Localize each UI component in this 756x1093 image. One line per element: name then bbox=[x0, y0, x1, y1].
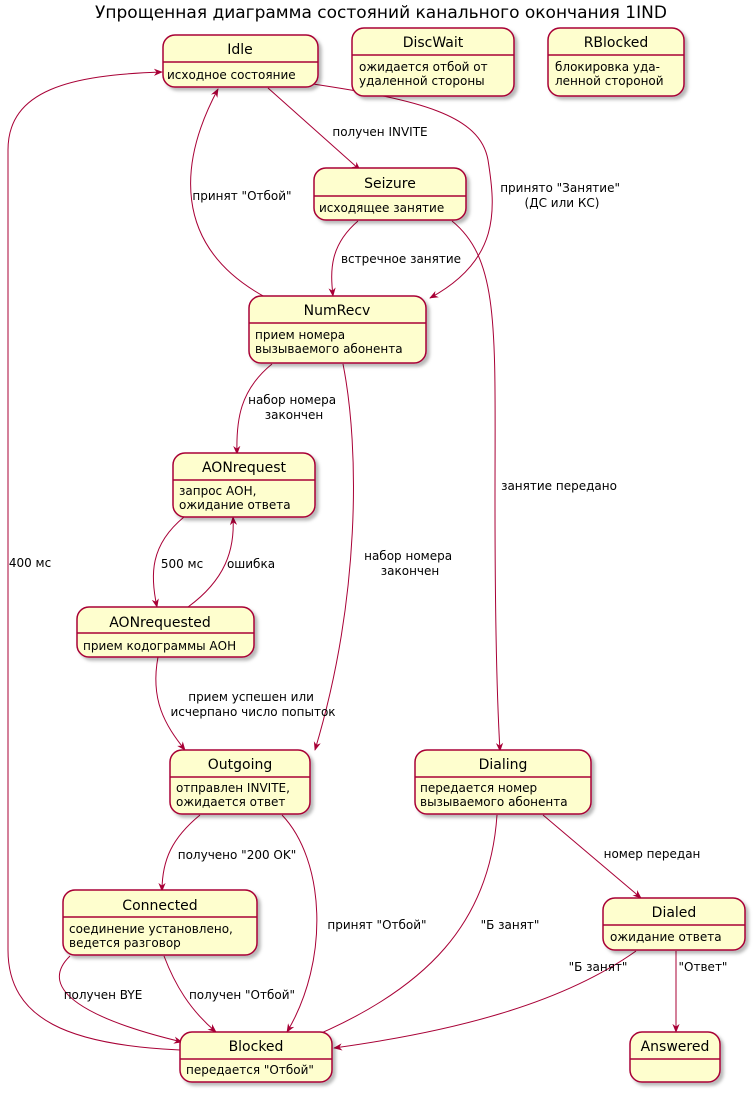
label-aonrequested-aonrequest: ошибка bbox=[227, 557, 275, 571]
transition-connected-blocked-otboy bbox=[163, 955, 217, 1033]
state-idle[interactable]: Idle исходное состояние bbox=[162, 34, 319, 88]
label-numrecv-aonrequest: набор номера закончен bbox=[248, 393, 340, 422]
state-description: прием кодограммы АОН bbox=[83, 639, 236, 653]
state-answered[interactable]: Answered bbox=[629, 1031, 721, 1083]
label-connected-blocked-otboy: получен "Отбой" bbox=[189, 988, 295, 1002]
state-description: ожидается отбой от удаленной стороны bbox=[359, 60, 491, 88]
transition-dialed-blocked bbox=[333, 950, 637, 1051]
state-aonrequested[interactable]: AONrequested прием кодограммы АОН bbox=[76, 606, 255, 658]
transition-outgoing-blocked bbox=[281, 814, 318, 1033]
transition-outgoing-connected bbox=[158, 814, 201, 892]
label-connected-blocked-bye: получен BYE bbox=[64, 988, 143, 1002]
transition-seizure-dialing bbox=[451, 220, 504, 752]
transition-aonrequest-aonrequested bbox=[151, 516, 185, 608]
state-name: AONrequested bbox=[109, 615, 211, 631]
diagram-title: Упрощенная диаграмма состояний канальног… bbox=[95, 3, 667, 23]
state-name: Dialed bbox=[652, 905, 697, 921]
label-aonrequested-outgoing: прием успешен или исчерпано число попыто… bbox=[170, 690, 335, 719]
transition-numrecv-idle bbox=[190, 88, 266, 298]
transitions bbox=[7, 68, 680, 1051]
state-name: AONrequest bbox=[202, 460, 287, 476]
transition-idle-numrecv bbox=[312, 83, 493, 299]
state-description: запрос АОН, ожидание ответа bbox=[179, 484, 291, 512]
state-description: блокировка уда- ленной стороной bbox=[555, 60, 664, 88]
state-rblocked[interactable]: RBlocked блокировка уда- ленной стороной bbox=[547, 27, 685, 97]
label-dialing-blocked: "Б занят" bbox=[481, 918, 540, 932]
state-name: Outgoing bbox=[208, 757, 272, 773]
state-blocked[interactable]: Blocked передается "Отбой" bbox=[179, 1031, 333, 1083]
state-dialed[interactable]: Dialed ожидание ответа bbox=[602, 897, 746, 951]
transition-dialing-blocked bbox=[299, 814, 498, 1043]
state-name: Dialing bbox=[479, 757, 528, 773]
label-numrecv-outgoing: набор номера закончен bbox=[364, 549, 456, 578]
transition-blocked-idle bbox=[7, 68, 181, 1051]
state-description: передается "Отбой" bbox=[186, 1063, 314, 1077]
label-dialed-answered: "Ответ" bbox=[679, 960, 728, 974]
state-description: передается номер вызываемого абонента bbox=[420, 781, 568, 809]
transition-numrecv-outgoing bbox=[313, 363, 354, 751]
state-name: DiscWait bbox=[403, 35, 464, 51]
state-dialing[interactable]: Dialing передается номер вызываемого або… bbox=[414, 749, 592, 815]
state-aonrequest[interactable]: AONrequest запрос АОН, ожидание ответа bbox=[172, 452, 316, 518]
label-aonrequest-aonrequested: 500 мс bbox=[161, 557, 203, 571]
state-description: ожидание ответа bbox=[610, 930, 722, 944]
label-idle-numrecv: принято "Занятие" (ДС или КС) bbox=[500, 181, 624, 210]
transition-connected-blocked-bye bbox=[58, 955, 183, 1044]
transition-idle-seizure bbox=[267, 87, 361, 171]
state-seizure[interactable]: Seizure исходящее занятие bbox=[313, 167, 467, 221]
state-discwait[interactable]: DiscWait ожидается отбой от удаленной ст… bbox=[351, 27, 515, 97]
transition-numrecv-aonrequest bbox=[233, 363, 273, 455]
state-name: Answered bbox=[641, 1039, 710, 1055]
state-name: Blocked bbox=[229, 1039, 284, 1055]
transition-labels: получен INVITE принято "Занятие" (ДС или… bbox=[9, 125, 728, 1002]
label-idle-seizure: получен INVITE bbox=[332, 125, 427, 139]
label-blocked-idle: 400 мс bbox=[9, 556, 51, 570]
state-description: прием номера вызываемого абонента bbox=[255, 328, 403, 356]
state-name: RBlocked bbox=[584, 35, 649, 51]
state-connected[interactable]: Connected соединение установлено, ведетс… bbox=[62, 889, 258, 956]
transition-dialing-dialed bbox=[542, 814, 642, 899]
state-outgoing[interactable]: Outgoing отправлен INVITE, ожидается отв… bbox=[169, 749, 311, 815]
state-name: Connected bbox=[122, 898, 197, 914]
transition-seizure-numrecv bbox=[328, 220, 359, 297]
state-numrecv[interactable]: NumRecv прием номера вызываемого абонент… bbox=[248, 295, 427, 364]
label-outgoing-connected: получено "200 OK" bbox=[178, 848, 297, 862]
state-name: Seizure bbox=[364, 176, 416, 192]
state-description: отправлен INVITE, ожидается ответ bbox=[176, 781, 294, 809]
label-outgoing-blocked: принят "Отбой" bbox=[327, 918, 426, 932]
state-description: исходящее занятие bbox=[319, 201, 444, 215]
label-dialing-dialed: номер передан bbox=[604, 847, 701, 861]
state-description: соединение установлено, ведется разговор bbox=[69, 922, 237, 950]
state-name: Idle bbox=[227, 42, 253, 58]
label-dialed-blocked: "Б занят" bbox=[569, 960, 628, 974]
transition-aonrequested-aonrequest bbox=[187, 516, 238, 608]
label-numrecv-idle: принят "Отбой" bbox=[192, 189, 291, 203]
label-seizure-dialing: занятие передано bbox=[501, 479, 617, 493]
state-name: NumRecv bbox=[304, 303, 371, 319]
state-description: исходное состояние bbox=[167, 68, 296, 82]
transition-aonrequested-outgoing bbox=[155, 656, 186, 751]
label-seizure-numrecv: встречное занятие bbox=[341, 252, 461, 266]
states: Idle исходное состояние DiscWait ожидает… bbox=[62, 27, 746, 1083]
